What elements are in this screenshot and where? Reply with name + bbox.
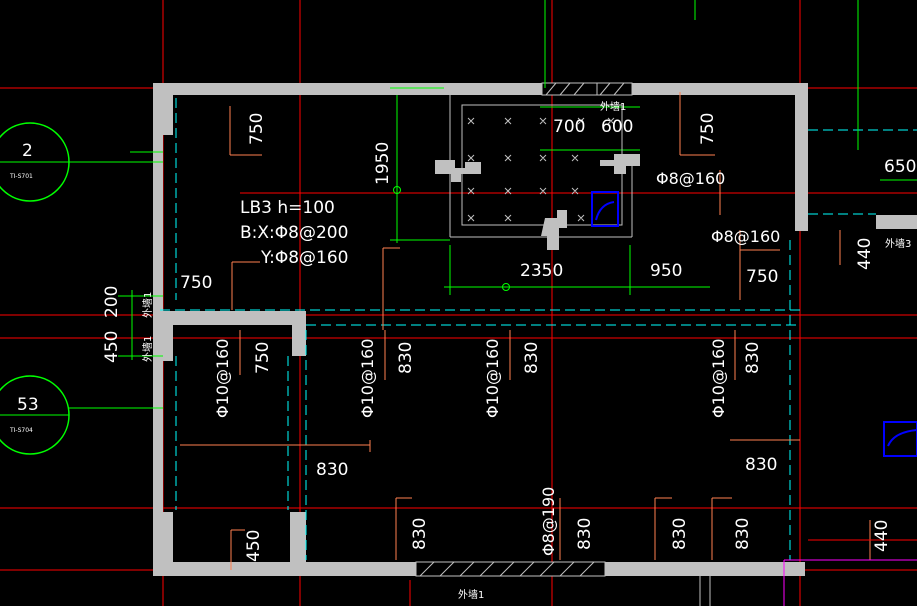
dim-830-bot-c: 830 xyxy=(670,518,690,550)
wall-label-left-lower: 外墙1 xyxy=(141,336,154,362)
dim-830-b: 830 xyxy=(522,342,542,374)
dim-650: 650 xyxy=(884,157,916,177)
rebar-phi10-160-d: Φ10@160 xyxy=(709,339,728,419)
wall-label-bottom: 外墙1 xyxy=(458,588,484,601)
dimension-leaders xyxy=(180,92,871,570)
dim-700: 700 xyxy=(553,117,585,137)
axis-ref-53: TI-S704 xyxy=(9,427,33,434)
rebar-phi8-160-b: Φ8@160 xyxy=(711,227,780,246)
axis-ref-2: TI-S701 xyxy=(9,173,33,180)
blue-detail-symbols xyxy=(591,191,917,457)
dim-750-right: 750 xyxy=(746,267,778,287)
opening-x-marks xyxy=(467,117,615,222)
rebar-phi8-190: Φ8@190 xyxy=(539,487,558,556)
dim-830-c: 830 xyxy=(743,342,763,374)
rebar-phi10-160-b: Φ10@160 xyxy=(358,339,377,419)
dim-450-left: 450 xyxy=(102,331,122,363)
slab-label: LB3 h=100 B:X:Φ8@200 Y:Φ8@160 xyxy=(240,198,349,268)
dim-830-a: 830 xyxy=(396,342,416,374)
axis-bubble-2: 2 TI-S701 xyxy=(0,122,130,202)
wall-label-left-upper: 外墙1 xyxy=(141,292,154,318)
dim-750-left-mid: 750 xyxy=(253,342,273,374)
dim-750-top-left: 750 xyxy=(247,113,267,145)
dim-750-left: 750 xyxy=(180,273,212,293)
dim-750-top-right: 750 xyxy=(698,113,718,145)
rebar-phi8-160-a: Φ8@160 xyxy=(656,169,725,188)
dim-440-right: 440 xyxy=(855,238,875,270)
dim-830-bot-a: 830 xyxy=(410,518,430,550)
slab-label-line2: B:X:Φ8@200 xyxy=(240,223,348,243)
dim-2350: 2350 xyxy=(520,261,563,281)
break-line-stubs xyxy=(435,154,640,250)
dim-450-bottom: 450 xyxy=(244,530,264,562)
green-dimension-lines xyxy=(118,0,917,409)
bottom-right-misc xyxy=(699,539,917,606)
slab-label-line1: LB3 h=100 xyxy=(240,198,335,218)
dim-830-left: 830 xyxy=(316,460,348,480)
dim-1950: 1950 xyxy=(373,142,393,185)
dim-950: 950 xyxy=(650,261,682,281)
dim-830-right: 830 xyxy=(745,455,777,475)
wall-label-top: 外墙1 xyxy=(600,100,626,113)
cyan-dashed-lines xyxy=(160,98,917,560)
wall-label-right: 外墙3 xyxy=(885,237,911,250)
axis-number-53: 53 xyxy=(17,395,39,415)
axis-number-2: 2 xyxy=(22,141,33,161)
hatched-walls xyxy=(415,82,633,577)
rebar-phi10-160-a: Φ10@160 xyxy=(213,339,232,419)
dim-830-bot-b: 830 xyxy=(575,518,595,550)
axis-bubble-53: 53 TI-S704 xyxy=(0,375,130,455)
dim-600: 600 xyxy=(601,117,633,137)
dim-830-bot-d: 830 xyxy=(733,518,753,550)
dim-200: 200 xyxy=(102,286,122,318)
dim-440-bottom-right: 440 xyxy=(872,520,892,552)
slab-label-line3: Y:Φ8@160 xyxy=(260,248,349,268)
concrete-walls xyxy=(153,83,917,576)
rebar-phi10-160-c: Φ10@160 xyxy=(483,339,502,419)
